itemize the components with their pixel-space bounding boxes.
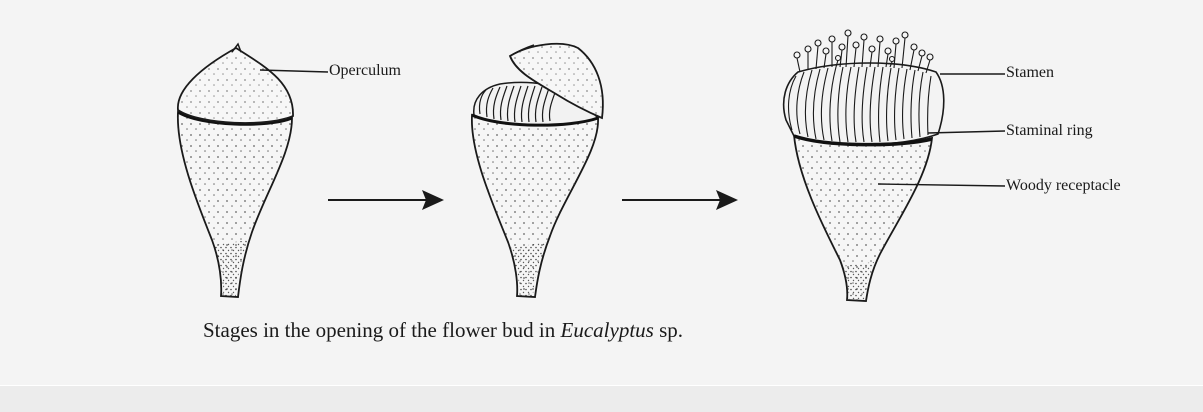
figure-caption: Stages in the opening of the flower bud … <box>203 317 683 343</box>
caption-text: Stages in the opening of the flower bud … <box>203 318 555 342</box>
label-stamen: Stamen <box>1006 64 1054 82</box>
label-staminal-ring: Staminal ring <box>1006 122 1093 140</box>
caption-suffix: sp. <box>659 318 683 342</box>
label-woody-receptacle: Woody receptacle <box>1006 177 1121 195</box>
bud-stage-open <box>784 30 944 301</box>
arrow-1 <box>328 190 444 210</box>
caption-genus: Eucalyptus <box>561 318 654 342</box>
label-operculum: Operculum <box>329 62 401 80</box>
bud-stage-opening <box>472 44 603 297</box>
arrow-2 <box>622 190 738 210</box>
bud-stage-closed <box>178 44 293 297</box>
